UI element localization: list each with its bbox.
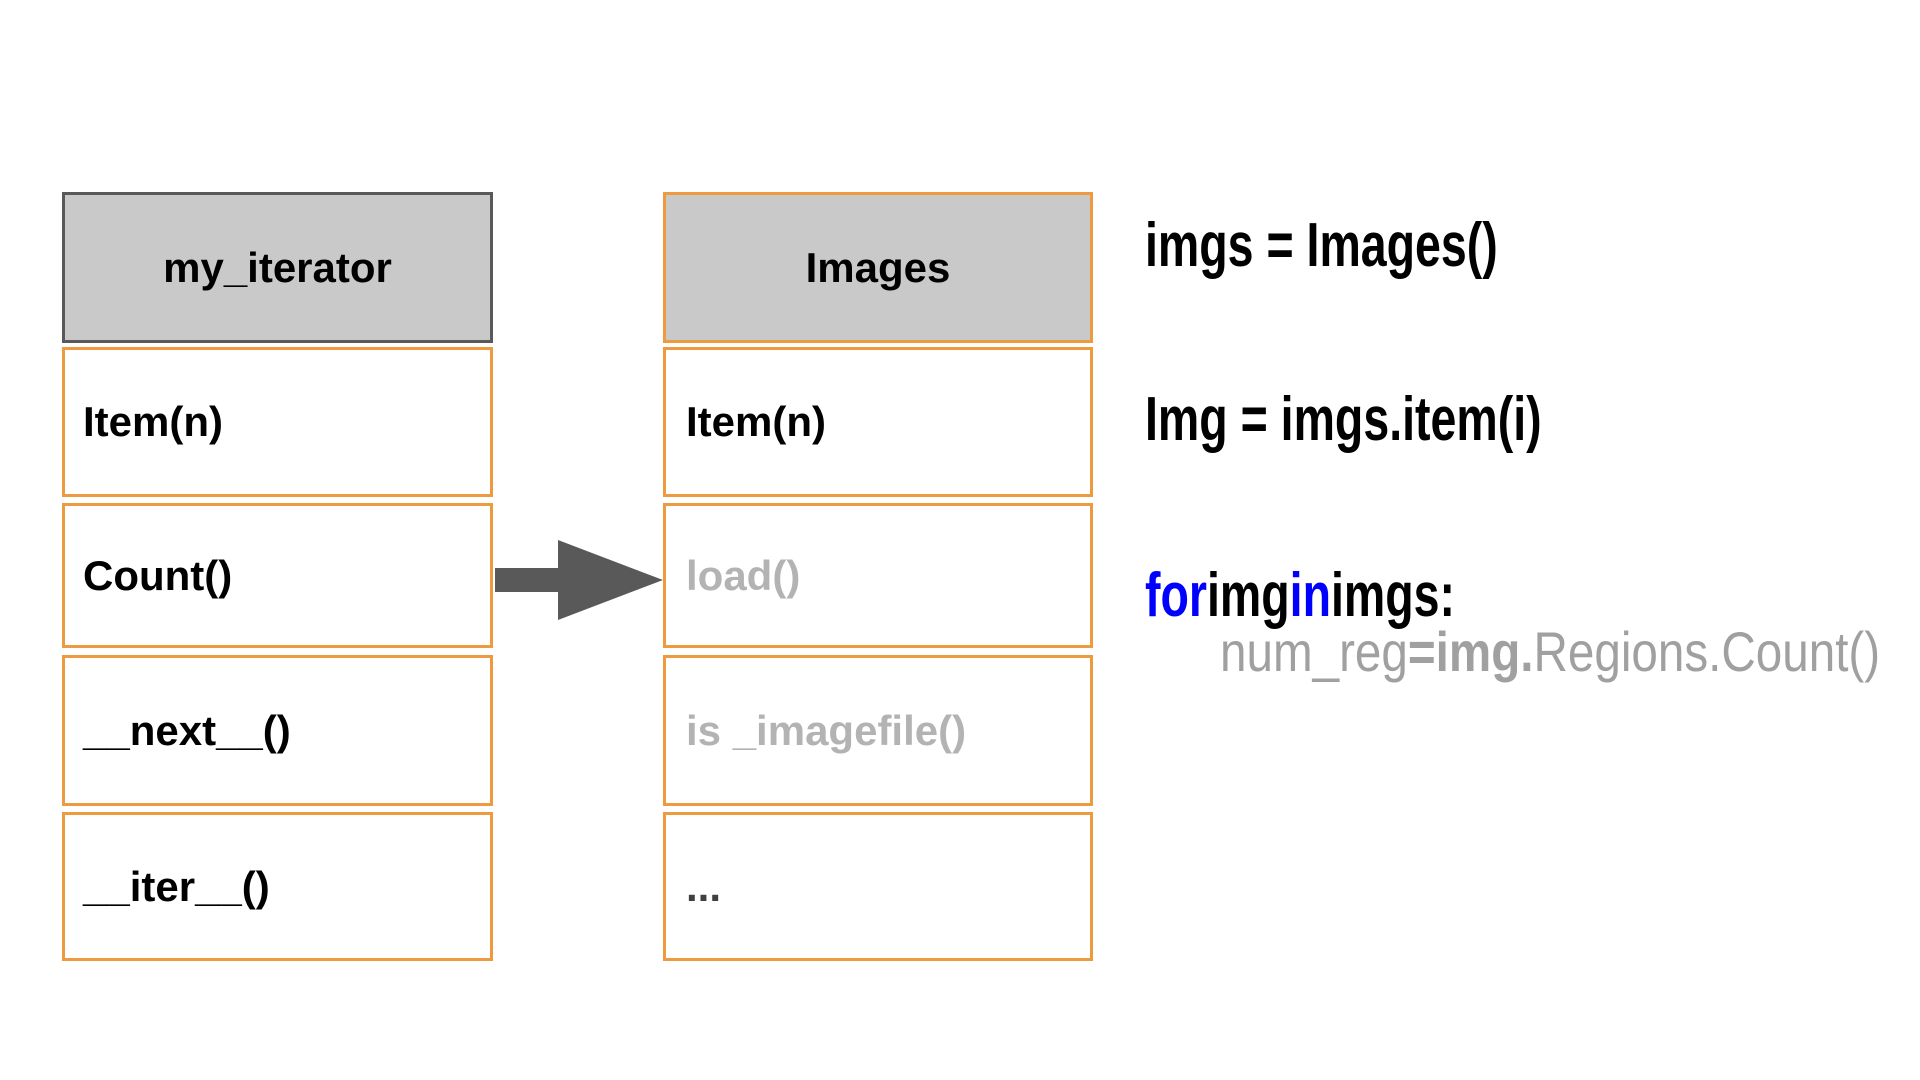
images-table-header: Images xyxy=(663,192,1093,343)
code-line-imgs-assign: imgs = Images() xyxy=(1145,215,1498,277)
code-line-for-loop: for img in imgs: xyxy=(1145,565,1455,627)
code-num-reg-equals: = xyxy=(1407,620,1436,683)
my-iterator-row-next: __next__() xyxy=(62,655,493,806)
images-title: Images xyxy=(805,243,951,291)
code-keyword-for: for xyxy=(1145,561,1207,630)
images-row-isimagefile: is _imagefile() xyxy=(663,655,1093,806)
my-iterator-row-iter: __iter__() xyxy=(62,812,493,961)
my-iterator-title: my_iterator xyxy=(163,243,392,291)
my-iterator-row-item: Item(n) xyxy=(62,347,493,497)
code-line-img-item: Img = imgs.item(i) xyxy=(1145,389,1542,451)
code-num-reg-lhs: num_reg xyxy=(1220,620,1408,683)
my-iterator-row-count-label: Count() xyxy=(83,551,233,599)
images-row-item: Item(n) xyxy=(663,347,1093,497)
my-iterator-row-next-label: __next__() xyxy=(83,706,291,754)
code-num-reg-img: img. xyxy=(1435,620,1534,683)
code-line-num-reg: num_reg = img.Regions.Count() xyxy=(1220,624,1880,680)
my-iterator-row-iter-label: __iter__() xyxy=(83,862,270,910)
code-for-loop-iterable: imgs: xyxy=(1331,561,1456,630)
code-img-item-text: Img = imgs.item(i) xyxy=(1145,385,1542,454)
my-iterator-row-item-label: Item(n) xyxy=(83,398,223,445)
images-row-ellipsis-label: ... xyxy=(686,862,722,910)
code-for-loop-var: img xyxy=(1206,561,1290,630)
code-imgs-assign-text: imgs = Images() xyxy=(1145,211,1498,280)
code-keyword-in: in xyxy=(1289,561,1331,630)
my-iterator-row-count: Count() xyxy=(62,503,493,648)
my-iterator-table-header: my_iterator xyxy=(62,192,493,343)
images-row-item-label: Item(n) xyxy=(686,398,826,445)
code-num-reg-regions-count: Regions.Count() xyxy=(1533,620,1881,683)
images-row-load-label: load() xyxy=(686,551,801,599)
images-row-load: load() xyxy=(663,503,1093,648)
right-arrow-shape xyxy=(495,540,663,620)
images-row-ellipsis: ... xyxy=(663,812,1093,961)
images-row-isimagefile-label: is _imagefile() xyxy=(686,706,967,754)
